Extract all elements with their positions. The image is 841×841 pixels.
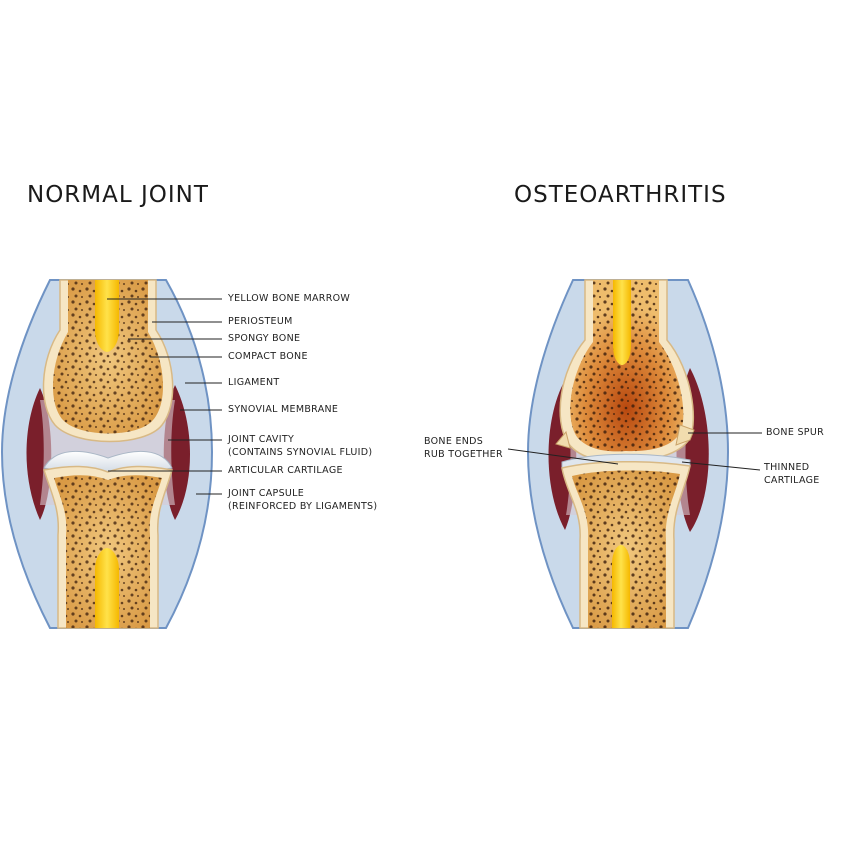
osteoarthritis-joint-diagram — [508, 280, 762, 628]
oa-lower-marrow — [612, 545, 630, 628]
label-joint-capsule-note: (REINFORCED BY LIGAMENTS) — [228, 501, 377, 513]
label-synovial-membrane: SYNOVIAL MEMBRANE — [228, 404, 338, 416]
label-joint-cavity-note: (CONTAINS SYNOVIAL FLUID) — [228, 447, 372, 459]
normal-joint-title: NORMAL JOINT — [27, 182, 209, 208]
oa-upper-marrow — [613, 280, 631, 365]
label-thinned: THINNED — [764, 462, 809, 474]
label-yellow-bone-marrow: YELLOW BONE MARROW — [228, 293, 350, 305]
osteoarthritis-title: OSTEOARTHRITIS — [514, 182, 727, 208]
label-bone-spur: BONE SPUR — [766, 427, 824, 439]
label-periosteum: PERIOSTEUM — [228, 316, 293, 328]
label-compact-bone: COMPACT BONE — [228, 351, 308, 363]
normal-joint-diagram — [2, 280, 222, 628]
label-bone-ends: BONE ENDS — [424, 436, 483, 448]
normal-lower-marrow — [95, 548, 119, 628]
normal-upper-marrow — [95, 280, 119, 352]
label-cartilage: CARTILAGE — [764, 475, 820, 487]
label-spongy-bone: SPONGY BONE — [228, 333, 300, 345]
label-joint-cavity: JOINT CAVITY — [228, 434, 294, 446]
label-articular-cartilage: ARTICULAR CARTILAGE — [228, 465, 343, 477]
label-rub-together: RUB TOGETHER — [424, 449, 503, 461]
label-ligament: LIGAMENT — [228, 377, 279, 389]
label-joint-capsule: JOINT CAPSULE — [228, 488, 304, 500]
